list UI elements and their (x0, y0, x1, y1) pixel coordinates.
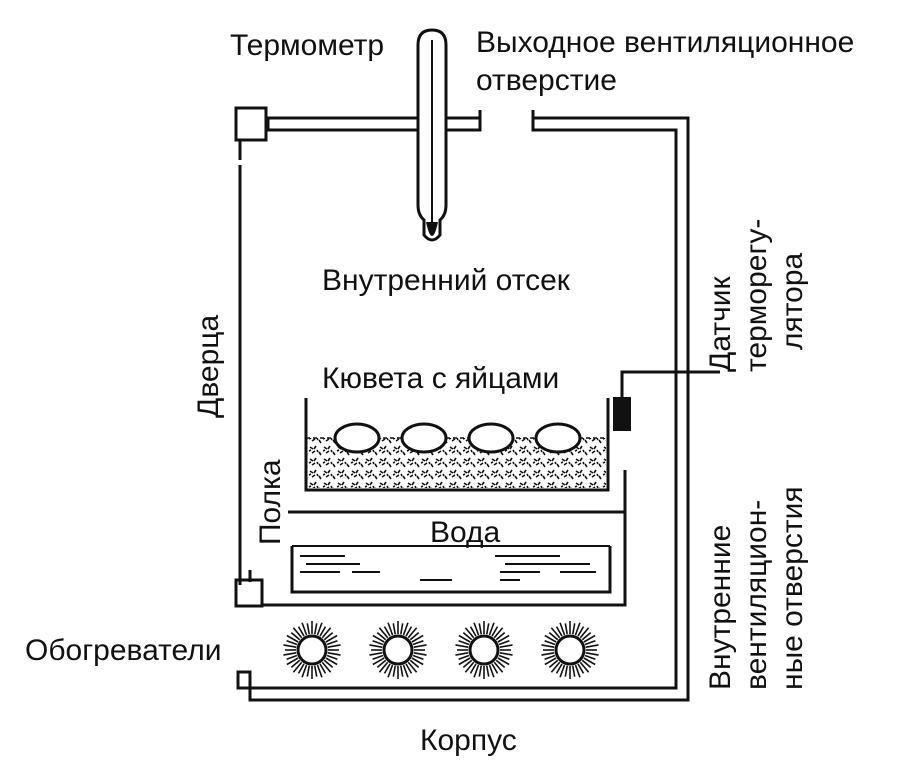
egg (534, 422, 582, 454)
heater (283, 621, 341, 679)
label-thermometer: Термометр (230, 29, 384, 62)
label-body: Корпус (420, 724, 517, 757)
label-sensor-line2: терморегу- (740, 219, 773, 372)
thermoregulator-sensor (613, 370, 720, 431)
thermometer-bulb (426, 222, 438, 236)
label-door: Дверца (192, 315, 225, 418)
label-tray: Кювета с яйцами (322, 362, 559, 395)
water-pan (290, 545, 612, 594)
eggs-group (333, 422, 582, 454)
label-inner-vents-line1: Внутренние (704, 525, 737, 690)
inner-chamber-wall (262, 470, 627, 607)
label-water: Вода (430, 516, 501, 549)
label-sensor-line3: лятора (776, 252, 809, 350)
heater (455, 621, 513, 679)
door (234, 106, 268, 608)
label-sensor-line1: Датчик (704, 276, 737, 372)
label-inner-chamber: Внутренний отсек (322, 264, 571, 297)
label-outlet-vent-line1: Выходное вентиляционное (476, 26, 854, 59)
heater (541, 621, 599, 679)
label-shelf: Полка (254, 459, 287, 545)
incubator-body (236, 110, 690, 702)
label-outlet-vent-line2: отверстие (476, 64, 617, 97)
label-inner-vents-line3: ные отверстия (776, 486, 809, 690)
egg (467, 422, 515, 454)
egg (400, 422, 448, 454)
thermometer (416, 28, 448, 242)
egg (333, 422, 381, 454)
label-inner-vents-line2: вентиляцион- (740, 500, 773, 690)
heaters-group (283, 621, 599, 679)
label-heaters: Обогреватели (25, 634, 222, 667)
water-ripples (300, 555, 596, 581)
egg-tray (304, 398, 610, 492)
heater (369, 621, 427, 679)
